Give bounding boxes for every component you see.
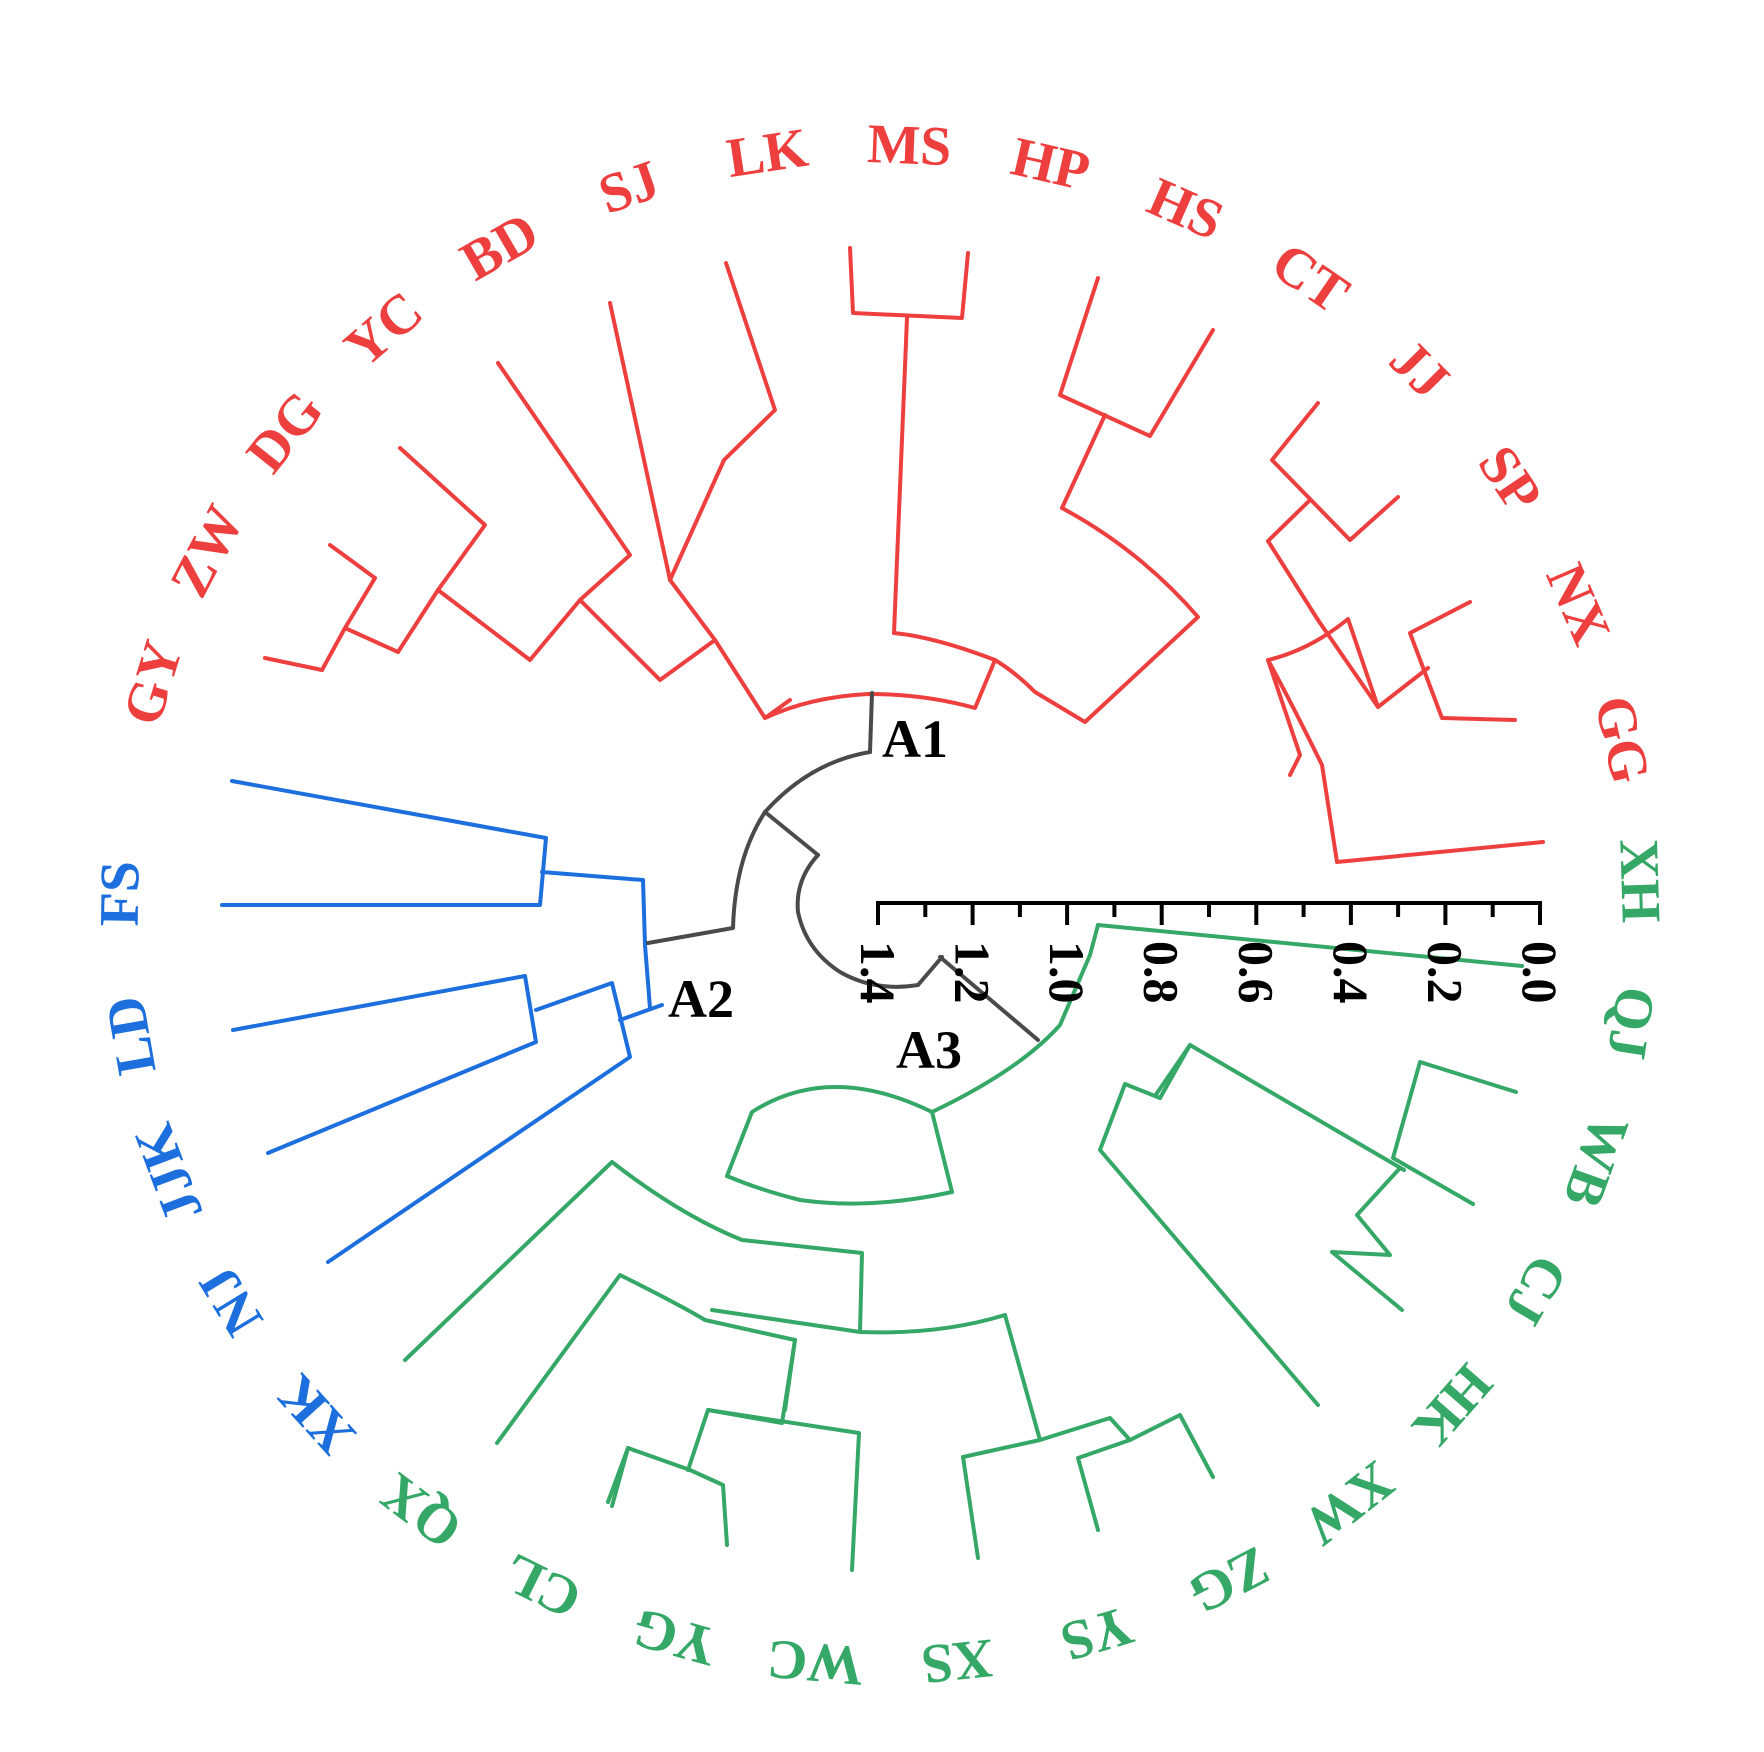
- leaf-label-hk: HK: [1400, 1352, 1504, 1459]
- leaf-label-ys: YS: [1054, 1593, 1140, 1673]
- scale-ticks: [876, 901, 1542, 925]
- leaf-label-dg: DG: [235, 380, 336, 484]
- leaf-label-yg: YG: [626, 1596, 724, 1678]
- leaf-label-xk: XK: [265, 1363, 368, 1467]
- leaf-label-xw: XW: [1292, 1449, 1406, 1557]
- scale-label: 0.4: [1323, 941, 1379, 1004]
- cluster-a3-branches: [403, 923, 1524, 1572]
- cluster-a2-branches: [220, 779, 664, 1264]
- leaf-label-sp: SP: [1466, 435, 1554, 524]
- cluster-label-a1: A1: [882, 709, 948, 769]
- cluster-label-a2: A2: [668, 969, 734, 1029]
- leaf-label-fs: FS: [89, 861, 152, 927]
- leaf-label-jj: JJ: [1378, 328, 1461, 411]
- leaf-label-sj: SJ: [591, 149, 667, 227]
- leaf-label-zg: ZG: [1179, 1534, 1279, 1626]
- scale-bar: [876, 901, 1542, 925]
- leaf-label-qx: QX: [369, 1461, 473, 1561]
- scale-label: 0.0: [1512, 941, 1568, 1004]
- leaf-label-wb: WB: [1551, 1107, 1641, 1216]
- scale-label: 1.0: [1039, 941, 1095, 1004]
- leaf-label-bd: BD: [451, 201, 549, 294]
- leaf-label-cj: CJ: [1491, 1245, 1579, 1335]
- leaf-label-gy: GY: [111, 634, 195, 732]
- scale-label: 0.8: [1134, 941, 1190, 1004]
- scale-labels: 1.4 1.2 1.0 0.8 0.6 0.4 0.2 0.0: [850, 941, 1568, 1004]
- leaf-label-hp: HP: [1006, 125, 1096, 203]
- leaf-label-ct: CT: [1260, 231, 1359, 326]
- leaf-label-hs: HS: [1139, 166, 1232, 253]
- leaf-label-nj: NJ: [187, 1255, 276, 1346]
- leaf-label-zw: ZW: [158, 495, 256, 606]
- cluster-label-a3: A3: [896, 1020, 962, 1080]
- scale-label: 0.6: [1228, 941, 1284, 1004]
- leaf-label-wc: WC: [765, 1627, 866, 1697]
- leaf-label-ld: LD: [94, 992, 168, 1079]
- leaf-label-cl: CL: [494, 1541, 591, 1631]
- scale-label: 1.2: [945, 941, 1001, 1004]
- leaf-label-qj: QJ: [1595, 983, 1667, 1063]
- leaf-label-jjk: JJK: [122, 1115, 215, 1230]
- leaf-label-ms: MS: [866, 113, 952, 178]
- leaf-label-xh: XH: [1607, 838, 1672, 924]
- scale-label: 0.2: [1417, 941, 1473, 1004]
- leaf-label-xs: XS: [919, 1626, 997, 1695]
- scale-label: 1.4: [850, 941, 906, 1004]
- leaf-label-gg: GG: [1582, 690, 1662, 789]
- leaf-label-lk: LK: [723, 117, 813, 190]
- leaf-label-nx: NX: [1534, 555, 1623, 654]
- root-branches: [646, 691, 1040, 1042]
- cluster-a1-branches: [263, 246, 1545, 864]
- leaf-label-yc: YC: [333, 280, 435, 380]
